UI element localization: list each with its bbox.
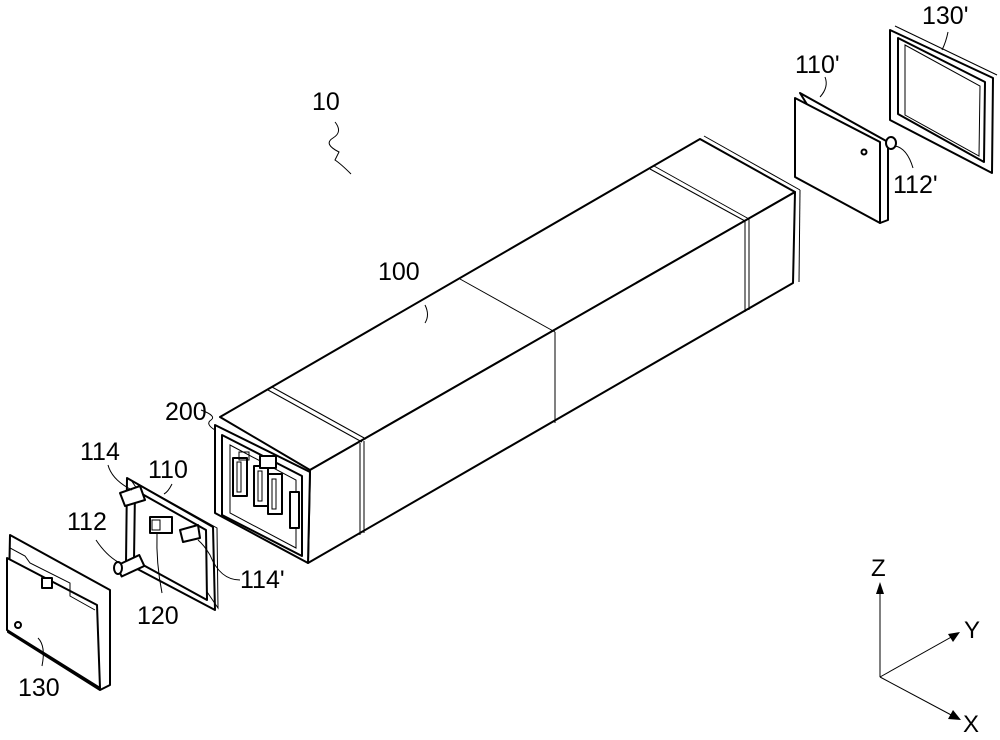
label-110: 110 xyxy=(148,456,188,484)
label-130-prime: 130' xyxy=(922,2,968,30)
axis-label-z: Z xyxy=(871,555,886,582)
label-114-prime: 114' xyxy=(240,566,285,594)
label-10: 10 xyxy=(312,88,340,116)
label-120: 120 xyxy=(137,602,179,630)
rear-cover-130-prime xyxy=(890,26,997,173)
axis-label-x: X xyxy=(963,711,979,738)
front-plate-110 xyxy=(120,478,218,610)
label-112-prime: 112' xyxy=(893,171,938,199)
label-110-prime: 110' xyxy=(795,51,840,79)
label-200: 200 xyxy=(165,398,207,426)
axis-label-y: Y xyxy=(964,617,980,644)
front-cover-130 xyxy=(7,535,110,690)
coordinate-axes xyxy=(876,582,961,720)
rear-plate-110-prime xyxy=(795,93,896,223)
label-112: 112 xyxy=(67,508,107,536)
label-114: 114 xyxy=(80,438,120,466)
label-100: 100 xyxy=(378,258,420,286)
label-130: 130 xyxy=(18,674,60,702)
